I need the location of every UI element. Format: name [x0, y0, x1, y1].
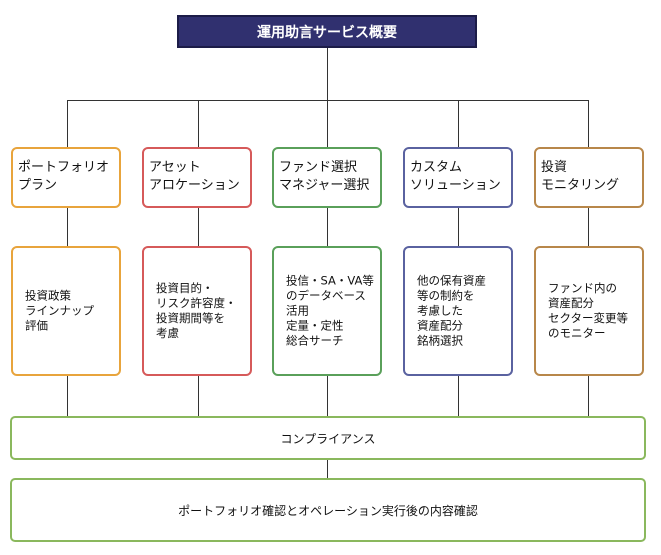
connector-col5-bottom	[588, 376, 589, 416]
col5-detail-box: ファンド内の 資産配分 セクター変更等 のモニター	[534, 246, 644, 376]
col2-detail: 投資目的・ リスク許容度・ 投資期間等を 考慮	[156, 281, 237, 340]
connector-col2-bottom	[198, 376, 199, 416]
col1-detail: 投資政策 ラインナップ 評価	[25, 288, 94, 333]
col3-detail: 投信・SA・VA等 のデータベース 活用 定量・定性 総合サーチ	[286, 273, 374, 348]
col3-detail-box: 投信・SA・VA等 のデータベース 活用 定量・定性 総合サーチ	[272, 246, 382, 376]
col4-title-box: カスタム ソリューション	[403, 147, 513, 208]
connector-col4-mid	[458, 208, 459, 246]
col4-title: カスタム ソリューション	[410, 160, 501, 193]
col2-title-box: アセット アロケーション	[142, 147, 252, 208]
diagram-title: 運用助言サービス概要	[177, 15, 477, 48]
col2-title: アセット アロケーション	[149, 160, 240, 193]
compliance-bar: コンプライアンス	[10, 416, 646, 460]
connector-title-down	[327, 48, 328, 100]
connector-col3-bottom	[327, 376, 328, 416]
col1-title: ポートフォリオ プラン	[18, 160, 110, 193]
connector-col4-top	[458, 100, 459, 147]
connector-col3-top	[327, 100, 328, 147]
connector-col1-top	[67, 100, 68, 147]
col3-title: ファンド選択 マネジャー選択	[279, 160, 370, 193]
connector-col2-top	[198, 100, 199, 147]
connector-col5-mid	[588, 208, 589, 246]
col5-title: 投資 モニタリング	[541, 160, 620, 193]
col3-title-box: ファンド選択 マネジャー選択	[272, 147, 382, 208]
connector-col4-bottom	[458, 376, 459, 416]
connector-col2-mid	[198, 208, 199, 246]
connector-compliance-down	[327, 460, 328, 478]
col4-detail: 他の保有資産 等の制約を 考慮した 資産配分 銘柄選択	[417, 273, 486, 348]
connector-col1-bottom	[67, 376, 68, 416]
confirmation-bar: ポートフォリオ確認とオペレーション実行後の内容確認	[10, 478, 646, 542]
col5-detail: ファンド内の 資産配分 セクター変更等 のモニター	[548, 281, 629, 340]
col1-detail-box: 投資政策 ラインナップ 評価	[11, 246, 121, 376]
connector-col5-top	[588, 100, 589, 147]
col2-detail-box: 投資目的・ リスク許容度・ 投資期間等を 考慮	[142, 246, 252, 376]
col1-title-box: ポートフォリオ プラン	[11, 147, 121, 208]
connector-horizontal	[67, 100, 589, 101]
connector-col3-mid	[327, 208, 328, 246]
col4-detail-box: 他の保有資産 等の制約を 考慮した 資産配分 銘柄選択	[403, 246, 513, 376]
col5-title-box: 投資 モニタリング	[534, 147, 644, 208]
connector-col1-mid	[67, 208, 68, 246]
